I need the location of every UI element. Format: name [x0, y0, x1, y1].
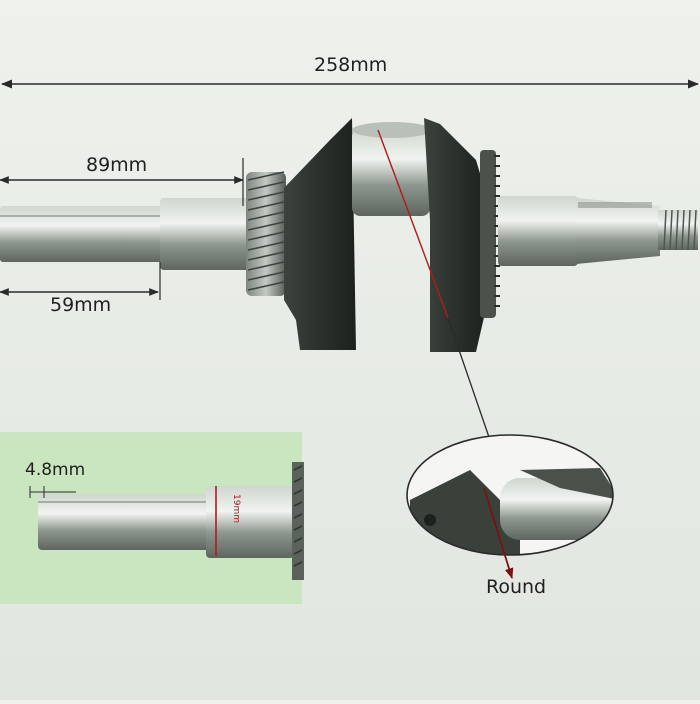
keyway-inset	[0, 432, 304, 604]
round-detail-circle	[406, 434, 614, 580]
keyed-section-label: 59mm	[50, 294, 112, 316]
timing-gear	[246, 171, 286, 296]
ring-gear-edge	[480, 150, 500, 318]
crank-pin	[352, 128, 430, 216]
round-callout-arrow	[483, 487, 514, 580]
left-shaft	[0, 206, 172, 262]
round-callout-label: Round	[486, 576, 547, 598]
taper-section	[576, 198, 660, 264]
overall-length-label: 258mm	[314, 54, 388, 76]
dimension-89	[0, 158, 244, 206]
shaft-diameter-label: 19mm	[231, 494, 241, 523]
threaded-end	[658, 209, 698, 251]
shaft-section-label: 89mm	[86, 154, 148, 176]
crank-web-left	[284, 118, 356, 350]
crankshaft-main	[0, 118, 698, 352]
keyway-width-label: 4.8mm	[25, 460, 86, 480]
round-marker	[377, 129, 449, 319]
shaft-collar	[160, 198, 252, 270]
right-journal	[498, 196, 578, 266]
zoom-leader-line	[447, 317, 491, 441]
crank-web-right	[424, 118, 488, 352]
dimension-59	[0, 262, 161, 300]
